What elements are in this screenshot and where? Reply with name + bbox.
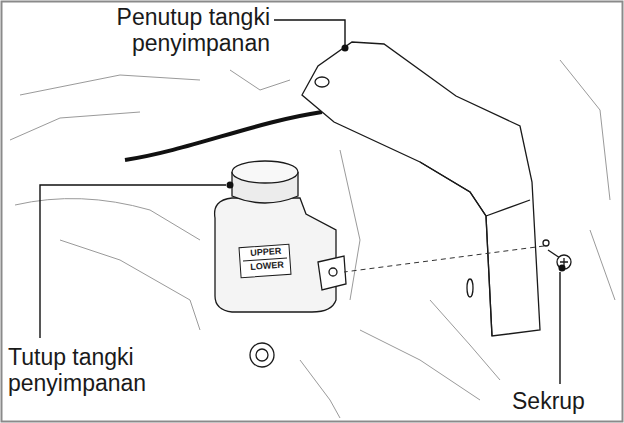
leader-lines	[40, 20, 560, 384]
leader-dot	[227, 182, 234, 189]
engine-line	[360, 330, 480, 400]
leader-line	[274, 20, 345, 45]
tank-body	[215, 198, 336, 312]
cover-edge	[486, 200, 530, 216]
leader-line	[559, 272, 560, 384]
mount-bolt	[250, 343, 274, 367]
engine-line	[10, 112, 140, 140]
leader-dot	[342, 45, 349, 52]
engine-line	[20, 75, 200, 95]
screw-hole	[543, 240, 549, 246]
bracket-hole	[329, 268, 337, 276]
alignment-line	[344, 246, 544, 272]
cover-body	[302, 42, 540, 336]
reservoir-tank	[215, 161, 346, 367]
cover-hole	[315, 77, 329, 87]
engine-line	[300, 360, 340, 418]
overflow-hose	[125, 112, 322, 160]
engine-line	[230, 70, 290, 90]
leader-dot	[559, 265, 566, 272]
part-label: Tutup tangki penyimpanan	[8, 344, 218, 397]
leader-dots	[227, 45, 566, 272]
engine-line	[430, 300, 500, 380]
engine-line	[60, 240, 200, 330]
engine-line	[15, 199, 200, 240]
tank-bracket	[318, 256, 346, 290]
mount-bolt-head	[256, 349, 268, 361]
part-label: Penutup tangki penyimpanan	[34, 4, 270, 57]
cover-slot	[467, 279, 473, 297]
engine-line	[560, 60, 610, 200]
part-label: Sekrup	[512, 388, 612, 414]
leader-line	[40, 185, 226, 338]
tank-cover	[302, 42, 549, 336]
engine-line	[590, 230, 615, 300]
level-mark: UPPER	[250, 247, 282, 258]
level-mark: LOWER	[250, 261, 284, 272]
level-plate	[239, 244, 291, 277]
screw-shaft	[548, 250, 560, 258]
cover-edge	[420, 162, 492, 336]
cap-top	[232, 161, 298, 183]
